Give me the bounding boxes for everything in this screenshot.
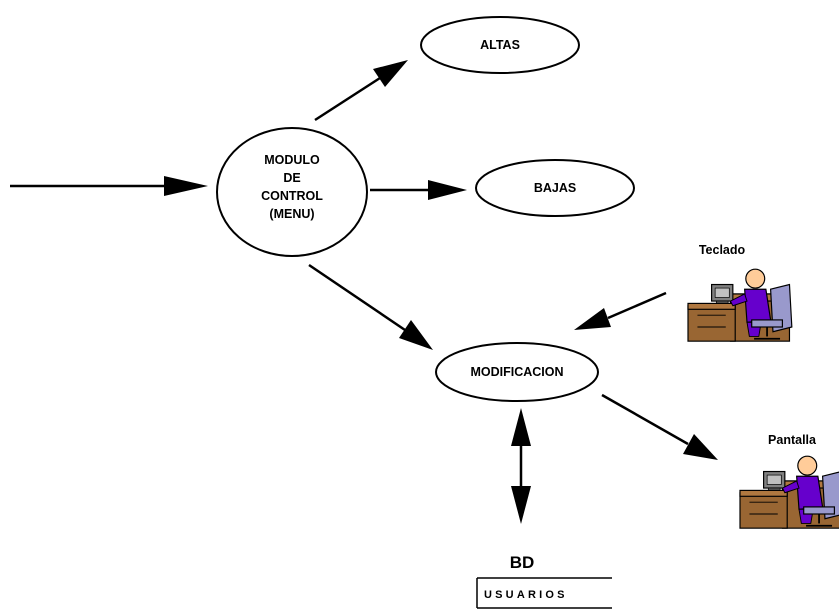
datastore-title: BD xyxy=(510,553,535,572)
altas-label: ALTAS xyxy=(480,38,520,52)
device-teclado: Teclado xyxy=(687,243,793,343)
node-control: MODULO DE CONTROL (MENU) xyxy=(216,127,368,257)
arrow-control-to-bajas xyxy=(370,180,467,200)
node-modificacion: MODIFICACION xyxy=(435,342,599,402)
modificacion-label: MODIFICACION xyxy=(470,365,563,379)
bajas-label: BAJAS xyxy=(534,181,576,195)
arrow-teclado-to-modificacion xyxy=(574,291,667,330)
node-altas: ALTAS xyxy=(420,16,580,74)
arrow-control-to-altas xyxy=(314,60,408,122)
control-label-line-4: (MENU) xyxy=(269,207,314,221)
control-label-line-1: MODULO xyxy=(264,153,320,167)
pantalla-label: Pantalla xyxy=(768,433,817,447)
datastore-usuarios: BD USUARIOS xyxy=(476,553,612,609)
computer-user-icon xyxy=(687,268,793,343)
computer-user-icon xyxy=(739,455,839,530)
input-arrow xyxy=(10,176,208,196)
node-bajas: BAJAS xyxy=(475,159,635,217)
control-label-line-2: DE xyxy=(283,171,300,185)
device-pantalla: Pantalla xyxy=(739,433,839,530)
arrow-control-to-modificacion xyxy=(308,263,433,350)
control-label-line-3: CONTROL xyxy=(261,189,323,203)
teclado-label: Teclado xyxy=(699,243,746,257)
arrow-modificacion-to-pantalla xyxy=(601,393,718,460)
arrow-modificacion-bd xyxy=(511,408,531,524)
datastore-name: USUARIOS xyxy=(484,589,568,601)
